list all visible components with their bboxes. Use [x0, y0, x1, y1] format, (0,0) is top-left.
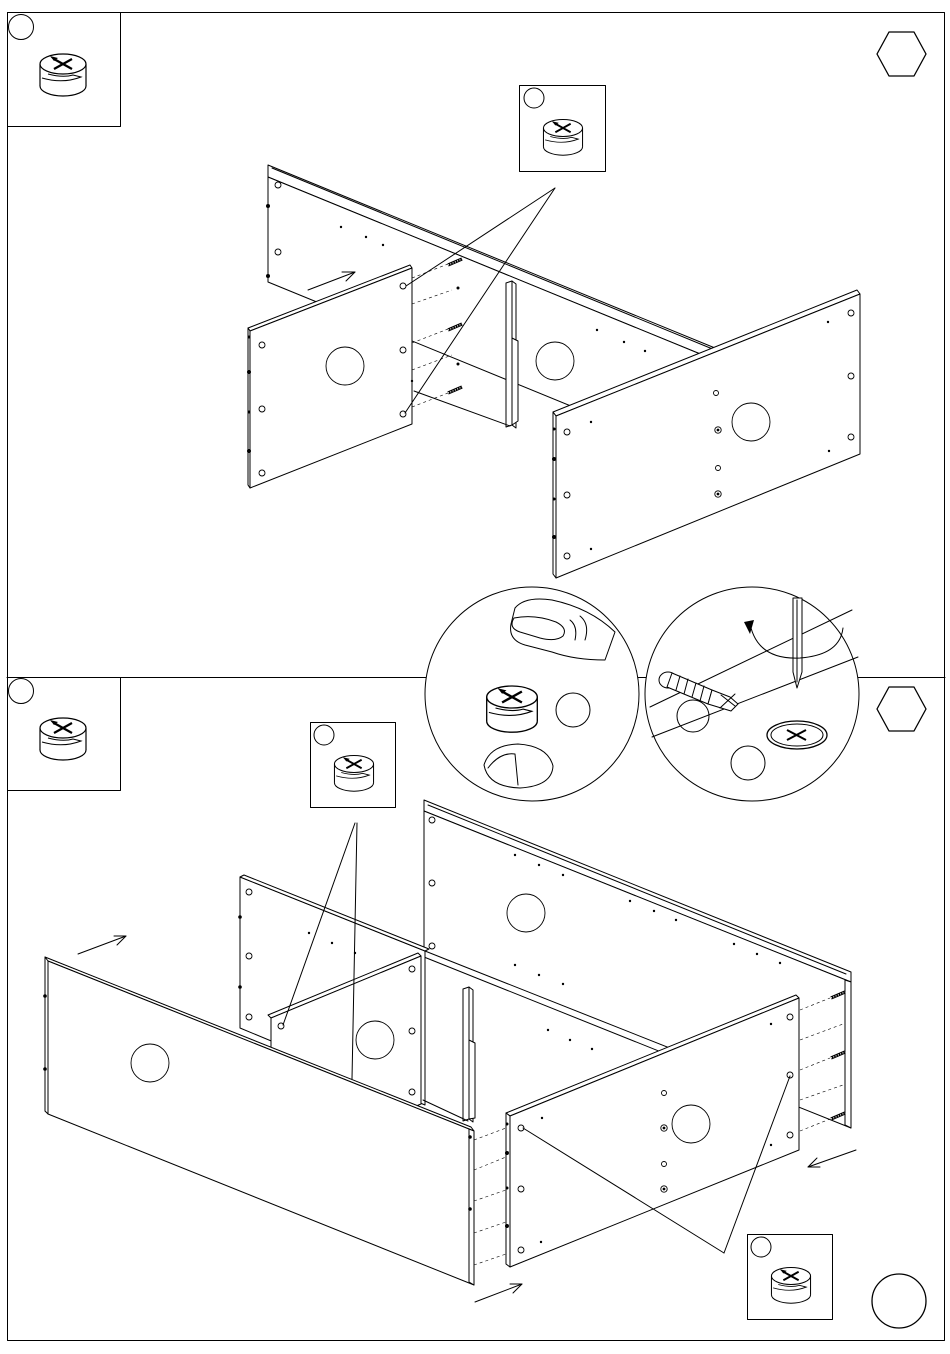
cam-lock-icon	[40, 718, 86, 760]
upper-assembly	[247, 86, 860, 579]
press-detail-circle	[425, 587, 639, 801]
front-panel-hole	[131, 1044, 169, 1082]
step-number-circle-upper	[9, 15, 34, 40]
divider-post	[506, 281, 512, 427]
step-box-upper	[8, 13, 121, 127]
inner-divider-hole	[356, 1021, 394, 1059]
back-panel-hole	[536, 342, 574, 380]
lower-divider-post	[463, 987, 469, 1121]
hexagon-icon-lower	[877, 687, 926, 731]
lower-back-panel-hole	[507, 894, 545, 932]
left-panel-hole	[326, 347, 364, 385]
lower-right-panel-hole	[672, 1105, 710, 1143]
hexagon-icon-upper	[877, 32, 926, 76]
screwdriver-icon	[793, 598, 802, 688]
cam-lock-icon	[40, 54, 86, 96]
right-panel-hole	[732, 403, 770, 441]
step-number-circle-lower	[9, 679, 34, 704]
step-box-lower	[8, 678, 121, 791]
page-number-circle	[872, 1274, 926, 1328]
push-arrow-icon	[808, 1150, 856, 1167]
lower-assembly	[43, 723, 856, 1320]
push-arrow-icon	[475, 1284, 522, 1302]
lock-detail-circle	[645, 587, 859, 801]
push-arrow-icon	[78, 936, 126, 954]
